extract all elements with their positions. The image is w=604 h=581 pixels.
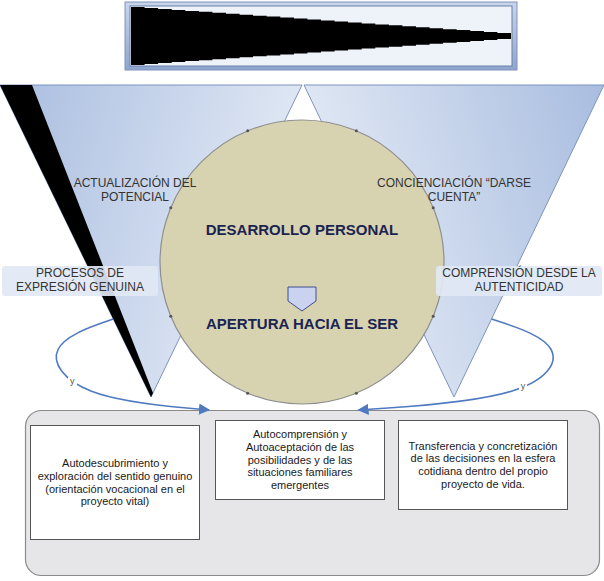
rim-dot [246, 129, 249, 132]
shape-label: CONCIENCIACIÓN “DARSE CUENTA” [364, 177, 544, 205]
center-circle: DESARROLLO PERSONAL APERTURA HACIA EL SER [159, 119, 445, 405]
banner-frame [125, 2, 517, 70]
dark-stripe [0, 85, 153, 397]
banner-wedge [131, 7, 511, 65]
rim-dot [169, 315, 172, 318]
rim-dot [169, 206, 172, 209]
rim-dot [432, 315, 435, 318]
box-text: Autocomprensión y Autoaceptación de las … [216, 424, 384, 495]
rim-dot [355, 129, 358, 132]
shape-label: COMPRENSIÓN DESDE LA AUTENTICIDAD [436, 266, 602, 296]
down-arrow-symbol [288, 287, 316, 311]
process-box: Transferencia y concretización de las de… [398, 420, 568, 510]
rim-dot [355, 392, 358, 395]
curved-arrow [359, 319, 554, 410]
box-text: Transferencia y concretización de las de… [399, 436, 567, 495]
shape-label: APERTURA HACIA EL SER [182, 315, 422, 332]
banner-inner [130, 6, 512, 66]
bottom-panel: Autodescubrimiento y exploración del sen… [25, 410, 600, 576]
circle-body [160, 120, 444, 404]
rim-dot [432, 206, 435, 209]
panel-body [26, 411, 600, 576]
box-text: Autodescubrimiento y exploración del sen… [31, 453, 199, 512]
edge-label: y [519, 382, 528, 391]
edge-label: y [68, 377, 77, 386]
shape-label: DESARROLLO PERSONAL [182, 221, 422, 238]
center-circle-outline [159, 119, 445, 405]
shape-label: ACTUALIZACIÓN DEL POTENCIAL [55, 177, 215, 205]
process-box: Autodescubrimiento y exploración del sen… [30, 425, 200, 540]
process-box: Autocomprensión y Autoaceptación de las … [215, 420, 385, 500]
curved-arrow [56, 319, 209, 410]
shape-label: PROCESOS DE EXPRESIÓN GENUINA [2, 266, 158, 296]
rim-dot [246, 392, 249, 395]
